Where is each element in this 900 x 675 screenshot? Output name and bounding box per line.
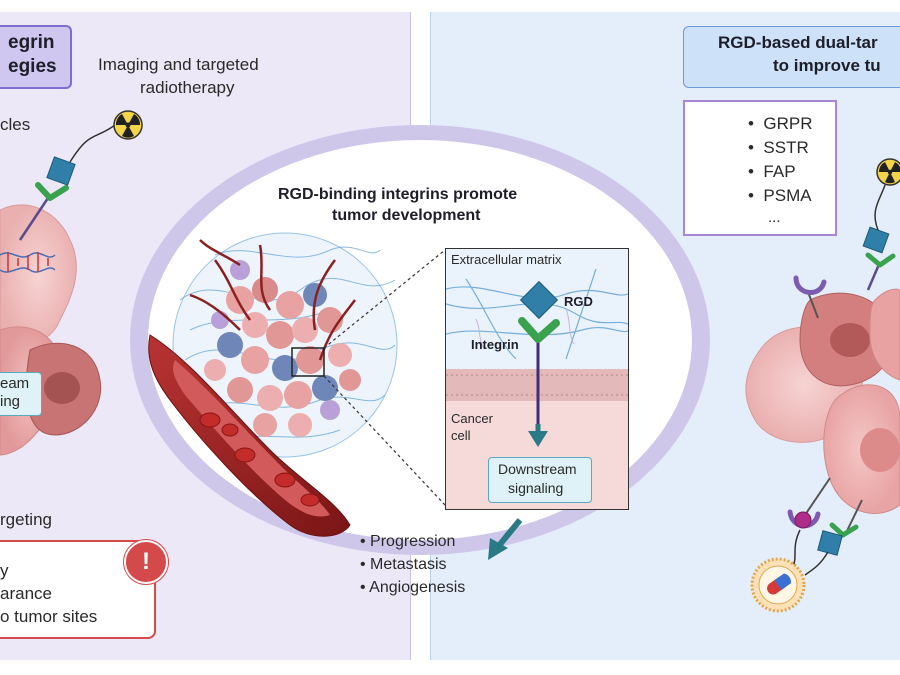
zoom-line-top bbox=[323, 249, 446, 349]
left-downstream-line-2: ing bbox=[0, 393, 21, 410]
ecm-label: Extracellular matrix bbox=[451, 252, 562, 267]
cancer-cell-line-1: Cancer bbox=[451, 411, 493, 426]
outcome-item-2: • Metastasis bbox=[360, 556, 447, 573]
right-cell-2-nucleus bbox=[830, 323, 870, 357]
left-cell-3-nucleus bbox=[44, 372, 80, 404]
cancer-cell-line-2: cell bbox=[451, 428, 471, 443]
tumor-cells bbox=[204, 260, 361, 437]
outcome-item-1: • Progression bbox=[360, 533, 456, 550]
right-radiation-icon bbox=[876, 158, 900, 186]
right-cell-3-nucleus bbox=[860, 428, 900, 472]
right-cancer-cells bbox=[745, 288, 900, 514]
receptor-more: ... bbox=[768, 209, 781, 226]
receptor-item-3: • FAP bbox=[748, 162, 796, 181]
rgd-label: RGD bbox=[564, 294, 593, 309]
inset-graphics bbox=[446, 249, 628, 509]
right-bottom-stick-1 bbox=[804, 477, 831, 516]
right-top-integrin-icon bbox=[865, 252, 896, 268]
left-downstream-line-1: eam bbox=[0, 375, 30, 392]
right-cell-4 bbox=[869, 288, 900, 381]
left-title-line-1: egrin bbox=[8, 32, 55, 53]
outcome-item-3: • Angiogenesis bbox=[360, 579, 466, 596]
inset-downstream-line-2: signaling bbox=[508, 480, 564, 496]
outcome-item-3-text: Angiogenesis bbox=[369, 579, 466, 596]
warning-line-3: o tumor sites bbox=[0, 607, 98, 626]
right-top-linker bbox=[874, 184, 886, 231]
receptor-item-1-text: GRPR bbox=[763, 114, 813, 133]
integrin-label: Integrin bbox=[471, 337, 519, 352]
receptor-item-2-text: SSTR bbox=[763, 138, 809, 157]
left-title-line-2: egies bbox=[8, 56, 57, 77]
center-title-line-1: RGD-binding integrins promote bbox=[278, 186, 518, 203]
receptor-item-1: • GRPR bbox=[748, 114, 813, 133]
red-blood-cells bbox=[199, 412, 320, 507]
right-bottom-rgd-icon bbox=[817, 530, 843, 556]
left-cell-1 bbox=[0, 204, 77, 348]
right-purple-receptor-top bbox=[793, 275, 827, 319]
particles-label: cles bbox=[0, 115, 31, 134]
receptor-item-2: • SSTR bbox=[748, 138, 809, 157]
outcome-item-1-text: Progression bbox=[370, 533, 456, 550]
left-cancer-cells bbox=[0, 204, 102, 456]
targeting-label: rgeting bbox=[0, 510, 52, 529]
inset-downstream-line-1: Downstream bbox=[498, 461, 577, 477]
left-title-box bbox=[0, 25, 72, 89]
right-title-line-2: to improve tu bbox=[773, 56, 881, 75]
left-rgd-icon bbox=[46, 156, 76, 186]
dna-icon bbox=[0, 252, 56, 273]
right-bottom-integrin-icon bbox=[829, 522, 859, 538]
left-downstream-box bbox=[0, 372, 42, 416]
left-radiation-icon bbox=[113, 110, 143, 140]
receptor-item-4: • PSMA bbox=[748, 186, 812, 205]
outcome-item-2-text: Metastasis bbox=[370, 556, 447, 573]
warning-icon: ! bbox=[124, 540, 168, 584]
imaging-label-line-1: Imaging and targeted bbox=[98, 55, 259, 74]
warning-line-1: y bbox=[0, 561, 9, 580]
warning-line-2: arance bbox=[0, 584, 52, 603]
left-integrin-icon bbox=[35, 182, 69, 201]
left-receptor-stick bbox=[18, 197, 50, 241]
vessel-branches bbox=[189, 239, 356, 361]
outcome-arrow bbox=[488, 518, 523, 560]
right-title-box bbox=[683, 26, 900, 88]
imaging-label-line-2: radiotherapy bbox=[140, 78, 235, 97]
right-title-line-1: RGD-based dual-tar bbox=[718, 33, 878, 52]
receptor-item-3-text: FAP bbox=[763, 162, 796, 181]
right-bottom-purple-ligand bbox=[794, 511, 812, 529]
receptor-item-4-text: PSMA bbox=[763, 186, 812, 205]
inset-downstream-box bbox=[488, 457, 592, 503]
right-top-receptor-stick bbox=[866, 261, 882, 291]
right-top-rgd-icon bbox=[862, 226, 890, 254]
nanoparticle-icon bbox=[750, 557, 806, 613]
zoom-box bbox=[291, 347, 325, 377]
left-linker bbox=[69, 124, 116, 163]
receptor-list-box bbox=[683, 100, 837, 236]
center-title-line-2: tumor development bbox=[332, 207, 481, 224]
